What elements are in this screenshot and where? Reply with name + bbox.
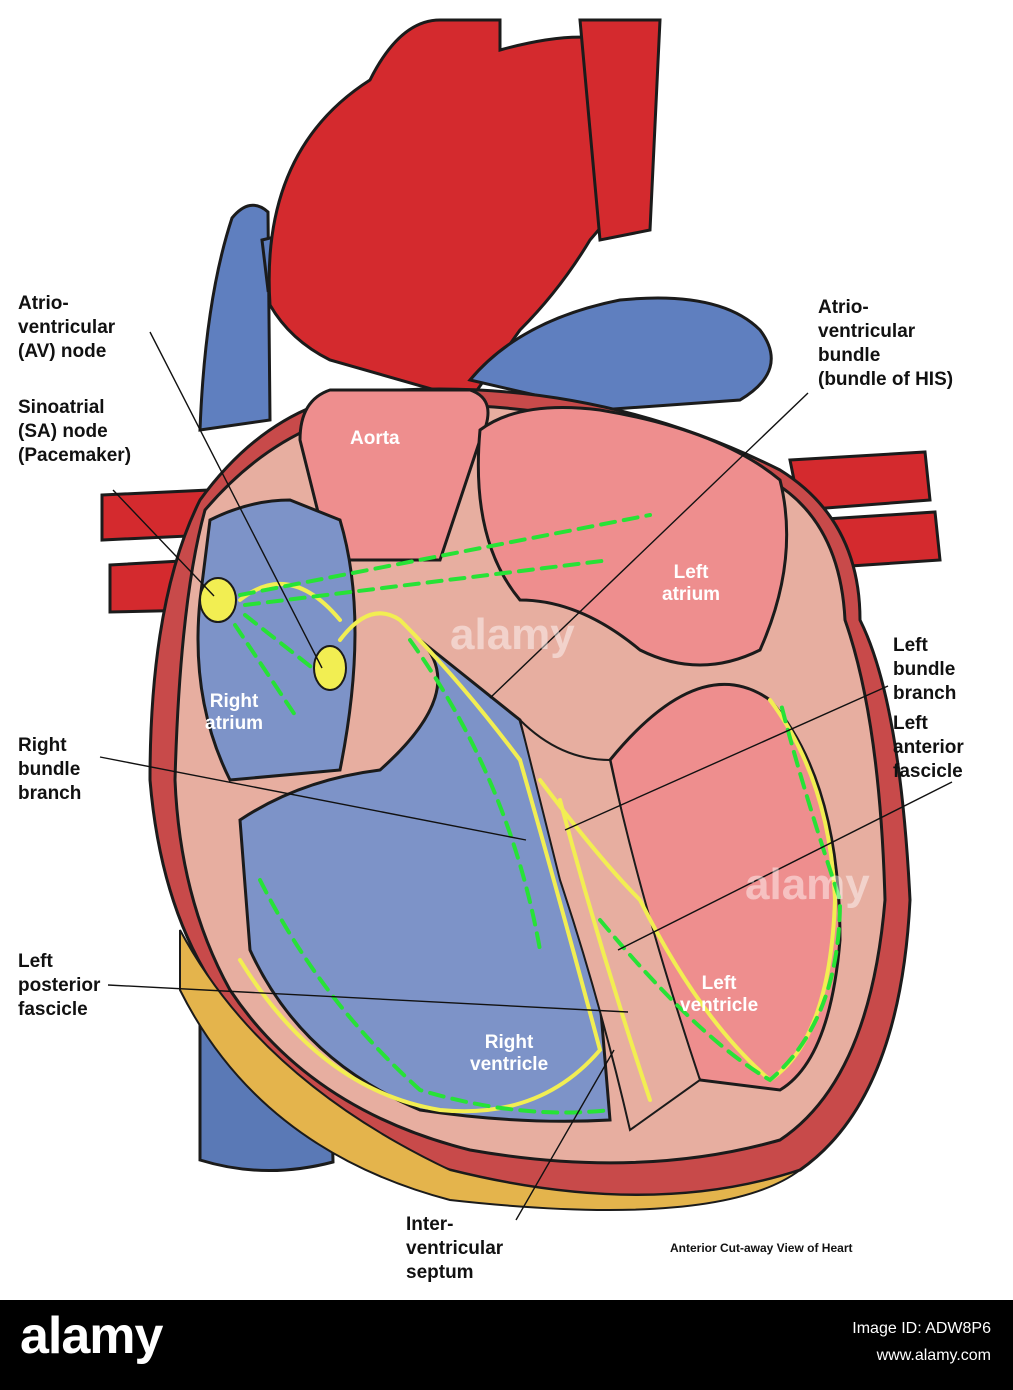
label-left-posterior-fascicle: Left posterior fascicle xyxy=(18,950,100,1022)
chamber-label-right-ventricle: Right ventricle xyxy=(470,1032,548,1076)
right-atrium-section xyxy=(198,500,355,780)
footer-site-url: www.alamy.com xyxy=(852,1342,991,1369)
watermark-center: alamy xyxy=(450,610,575,660)
sa-node xyxy=(200,578,236,622)
footer-image-id: Image ID: ADW8P6 xyxy=(852,1315,991,1342)
chamber-label-left-atrium: Left atrium xyxy=(662,562,720,606)
label-sa-node: Sinoatrial (SA) node (Pacemaker) xyxy=(18,396,131,468)
label-av-node: Atrio- ventricular (AV) node xyxy=(18,292,115,364)
label-left-anterior-fascicle: Left anterior fascicle xyxy=(893,712,964,784)
footer-meta: Image ID: ADW8P6 www.alamy.com xyxy=(852,1315,991,1369)
label-left-bundle-branch: Left bundle branch xyxy=(893,634,956,706)
watermark-right: alamy xyxy=(745,860,870,910)
footer-brand-logo: alamy xyxy=(20,1306,162,1366)
label-interventricular-septum: Inter- ventricular septum xyxy=(406,1213,503,1285)
label-his-bundle: Atrio- ventricular bundle (bundle of HIS… xyxy=(818,296,953,392)
vena-cava xyxy=(200,205,270,430)
figure-caption: Anterior Cut-away View of Heart xyxy=(670,1241,852,1255)
chamber-label-right-atrium: Right atrium xyxy=(205,691,263,735)
label-right-bundle-branch: Right bundle branch xyxy=(18,734,81,806)
av-node xyxy=(314,646,346,690)
chamber-label-left-ventricle: Left ventricle xyxy=(680,973,758,1017)
chamber-label-aorta: Aorta xyxy=(350,428,400,450)
